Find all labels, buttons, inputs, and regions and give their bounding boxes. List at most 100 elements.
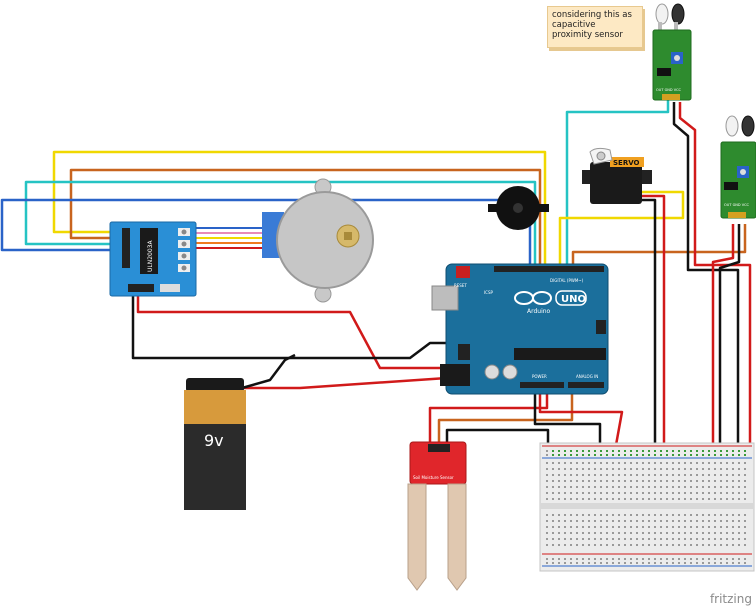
arduino-pcb: [445, 263, 609, 395]
breadboard-hole: [642, 532, 644, 534]
wire-orange-long: [69, 168, 542, 268]
breadboard-hole: [552, 474, 554, 476]
breadboard-hole: [732, 450, 734, 452]
breadboard-hole: [720, 468, 722, 470]
breadboard-hole: [648, 468, 650, 470]
breadboard-hole: [552, 498, 554, 500]
breadboard-hole: [618, 538, 620, 540]
breadboard-hole: [672, 450, 674, 452]
breadboard-hole: [726, 544, 728, 546]
breadboard-hole: [636, 558, 638, 560]
breadboard-hole: [612, 480, 614, 482]
breadboard-hole: [678, 520, 680, 522]
breadboard-hole: [624, 486, 626, 488]
breadboard-hole: [552, 462, 554, 464]
breadboard-hole: [738, 474, 740, 476]
breadboard-hole: [636, 562, 638, 564]
breadboard-hole: [558, 486, 560, 488]
breadboard-hole: [576, 514, 578, 516]
breadboard-hole: [714, 544, 716, 546]
breadboard-hole: [576, 480, 578, 482]
breadboard-hole: [588, 498, 590, 500]
driver-power-pins: [128, 284, 154, 292]
breadboard-hole: [642, 486, 644, 488]
breadboard-hole: [642, 474, 644, 476]
breadboard-hole: [696, 468, 698, 470]
breadboard-hole: [576, 454, 578, 456]
breadboard-hole: [552, 558, 554, 560]
wire-black-ir1: [672, 102, 740, 445]
driver-chip-label: ULN2003A: [147, 240, 154, 272]
breadboard-hole: [732, 544, 734, 546]
breadboard-hole: [600, 526, 602, 528]
breadboard-hole: [648, 514, 650, 516]
breadboard-hole: [684, 544, 686, 546]
breadboard-hole: [588, 562, 590, 564]
breadboard-hole: [594, 544, 596, 546]
breadboard-hole: [678, 514, 680, 516]
breadboard-hole: [666, 520, 668, 522]
breadboard-hole: [732, 532, 734, 534]
breadboard-hole: [618, 498, 620, 500]
breadboard-hole: [654, 514, 656, 516]
breadboard-hole: [720, 454, 722, 456]
breadboard-hole: [588, 532, 590, 534]
wires: [0, 100, 752, 448]
breadboard-hole: [630, 474, 632, 476]
breadboard-hole: [708, 562, 710, 564]
breadboard-hole: [732, 558, 734, 560]
breadboard-hole: [630, 526, 632, 528]
breadboard-hole: [672, 474, 674, 476]
breadboard-hole: [612, 498, 614, 500]
breadboard-hole: [696, 450, 698, 452]
breadboard-hole: [660, 450, 662, 452]
breadboard-hole: [666, 514, 668, 516]
breadboard-hole: [600, 538, 602, 540]
breadboard-hole: [648, 462, 650, 464]
breadboard-hole: [654, 544, 656, 546]
breadboard-hole: [588, 544, 590, 546]
breadboard-hole: [726, 520, 728, 522]
breadboard-hole: [576, 498, 578, 500]
stepper-shaft: [344, 232, 352, 240]
breadboard-hole: [738, 544, 740, 546]
breadboard-hole: [684, 480, 686, 482]
soil-sensor-prong-right: [447, 483, 467, 591]
breadboard-hole: [606, 544, 608, 546]
breadboard-hole: [630, 514, 632, 516]
breadboard-hole: [672, 462, 674, 464]
battery-body: [184, 424, 246, 510]
breadboard-hole: [582, 538, 584, 540]
breadboard-hole: [660, 486, 662, 488]
breadboard-hole: [684, 532, 686, 534]
breadboard-hole: [702, 532, 704, 534]
breadboard-hole: [600, 450, 602, 452]
breadboard-hole: [732, 562, 734, 564]
breadboard-hole: [648, 526, 650, 528]
breadboard-hole: [726, 558, 728, 560]
breadboard-hole: [690, 474, 692, 476]
breadboard-hole: [744, 562, 746, 564]
breadboard-hole: [612, 474, 614, 476]
breadboard-hole: [648, 454, 650, 456]
breadboard-hole: [708, 526, 710, 528]
battery-9v: 9v: [184, 378, 246, 510]
breadboard-hole: [732, 486, 734, 488]
breadboard-hole: [714, 562, 716, 564]
breadboard-hole: [696, 486, 698, 488]
breadboard-hole: [582, 480, 584, 482]
breadboard-hole: [582, 532, 584, 534]
breadboard-hole: [582, 526, 584, 528]
breadboard-hole: [594, 492, 596, 494]
breadboard-hole: [732, 526, 734, 528]
breadboard-hole: [552, 544, 554, 546]
breadboard-hole: [546, 468, 548, 470]
breadboard-hole: [726, 480, 728, 482]
breadboard-hole: [570, 486, 572, 488]
breadboard-hole: [546, 450, 548, 452]
breadboard-hole: [738, 538, 740, 540]
breadboard-hole: [624, 462, 626, 464]
breadboard-hole: [648, 486, 650, 488]
ir-sensor-1: OUT GND VCC: [652, 3, 692, 101]
breadboard-hole: [546, 486, 548, 488]
